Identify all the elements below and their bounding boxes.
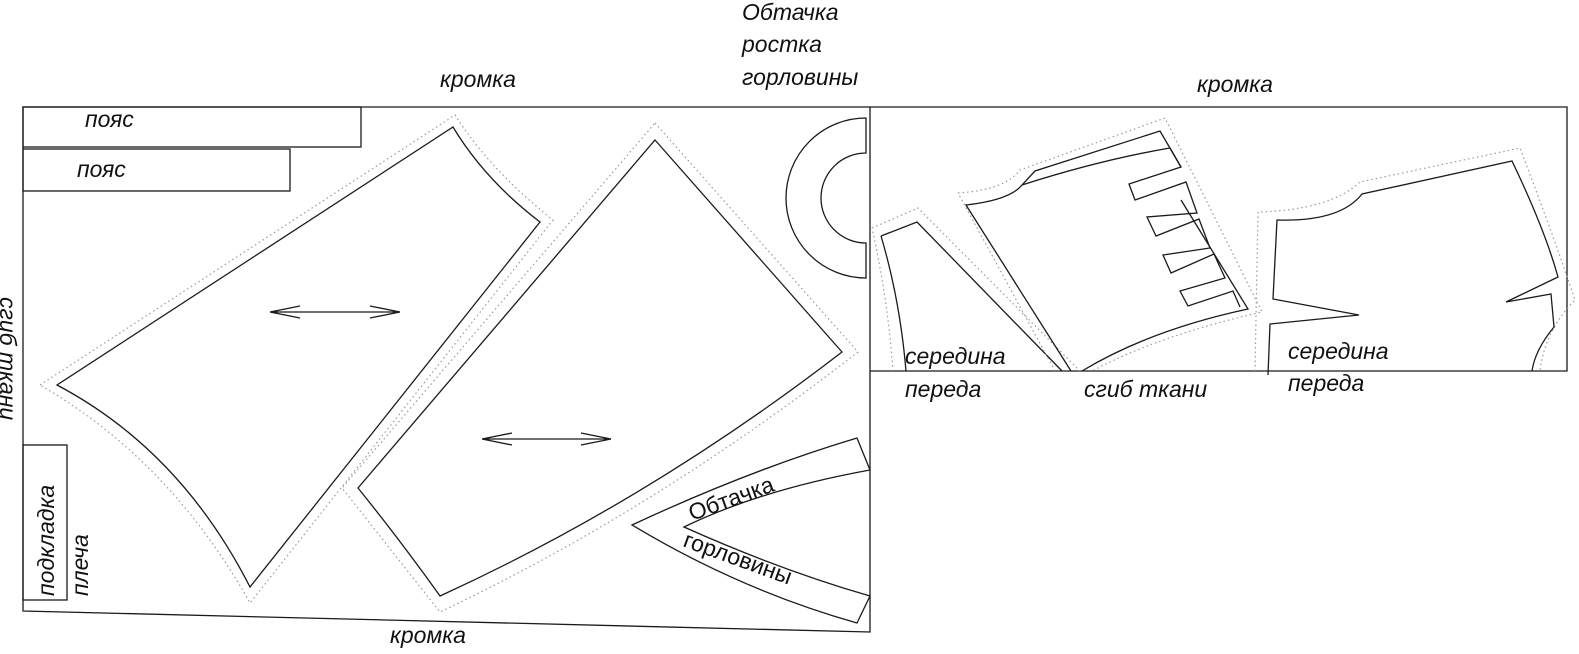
neck-rise-facing-label-2: ростка bbox=[741, 31, 822, 57]
front-center-label-1a: середина bbox=[905, 343, 1006, 369]
belt-label-2: пояс bbox=[77, 156, 126, 182]
neck-rise-facing-piece bbox=[785, 117, 867, 279]
fold-label-right: сгиб ткани bbox=[1084, 376, 1207, 402]
seam-allowance-2 bbox=[341, 122, 859, 613]
belt-piece-1 bbox=[22, 106, 362, 148]
seam-allowance-a bbox=[871, 207, 1081, 372]
front-narrow-piece bbox=[880, 221, 1063, 372]
grainline-arrow-2 bbox=[481, 432, 612, 446]
selvedge-label-top-left: кромка bbox=[440, 66, 516, 92]
neck-rise-facing-label-1: Обтачка bbox=[742, 0, 839, 25]
front-piece bbox=[1267, 160, 1559, 376]
neck-facing-band-piece bbox=[630, 437, 871, 624]
skirt-piece-2 bbox=[357, 139, 843, 597]
fold-label-left: сгиб ткани bbox=[0, 297, 21, 420]
seam-allowance-c bbox=[1254, 147, 1576, 372]
shoulder-lining-label-2: плеча bbox=[67, 534, 93, 596]
neck-rise-facing-label-3: горловины bbox=[742, 64, 858, 90]
selvedge-label-bottom: кромка bbox=[390, 622, 466, 648]
front-center-label-2a: середина bbox=[1288, 338, 1389, 364]
selvedge-label-top-right: кромка bbox=[1197, 71, 1273, 97]
seam-allowance-1 bbox=[38, 114, 554, 605]
fabric-panel-left bbox=[22, 106, 871, 633]
neck-facing-band-label-1: Обтачка bbox=[685, 471, 778, 526]
grainline-arrow-1 bbox=[269, 305, 401, 319]
shoulder-lining-piece bbox=[22, 444, 68, 601]
bodice-tabs bbox=[1128, 147, 1241, 308]
front-center-label-1b: переда bbox=[905, 376, 981, 402]
seam-allowance-b bbox=[957, 117, 1263, 372]
skirt-piece-1 bbox=[55, 126, 541, 589]
belt-piece-2 bbox=[22, 148, 291, 192]
front-center-label-2b: переда bbox=[1288, 370, 1364, 396]
belt-label-1: пояс bbox=[85, 106, 134, 132]
fabric-panel-right bbox=[870, 106, 1568, 372]
shoulder-lining-label-1: подкладка bbox=[33, 485, 59, 596]
bodice-piece bbox=[964, 130, 1250, 372]
